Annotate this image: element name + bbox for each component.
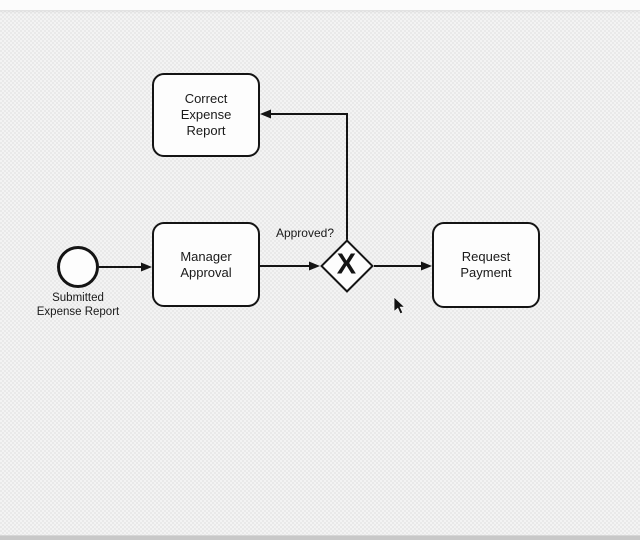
window-bottom-bar	[0, 535, 640, 540]
task-manager-approval-label: Manager Approval	[180, 249, 231, 281]
task-request-payment[interactable]: Request Payment	[432, 222, 540, 308]
flow-gateway-to-correct-expense-report[interactable]	[260, 109, 348, 241]
start-event-label-line: Expense Report	[36, 306, 120, 318]
start-event-circle[interactable]	[57, 246, 99, 288]
task-label-line: Expense	[180, 107, 232, 122]
task-label-line: Payment	[460, 265, 512, 280]
task-manager-approval[interactable]: Manager Approval	[152, 222, 260, 307]
flow-manager-approval-to-gateway[interactable]	[260, 261, 320, 271]
task-label-line: Report	[186, 123, 226, 138]
start-event-label: Submitted Expense Report	[18, 291, 138, 319]
start-event-label-line: Submitted	[52, 292, 104, 304]
gateway-label: Approved?	[275, 226, 334, 240]
task-label-line: Correct	[184, 91, 228, 106]
task-correct-expense-report[interactable]: Correct Expense Report	[152, 73, 260, 157]
gateway-x-marker: X	[337, 248, 357, 281]
flow-start-to-manager-approval[interactable]	[99, 262, 152, 272]
task-label-line: Request	[461, 249, 511, 264]
window-top-bar	[0, 0, 640, 11]
flow-gateway-to-request-payment[interactable]	[374, 261, 432, 271]
task-label-line: Manager	[180, 248, 232, 264]
task-label-line: Approval	[180, 264, 232, 280]
task-request-payment-label: Request Payment	[460, 249, 511, 281]
task-correct-expense-report-label: Correct Expense Report	[181, 91, 232, 139]
